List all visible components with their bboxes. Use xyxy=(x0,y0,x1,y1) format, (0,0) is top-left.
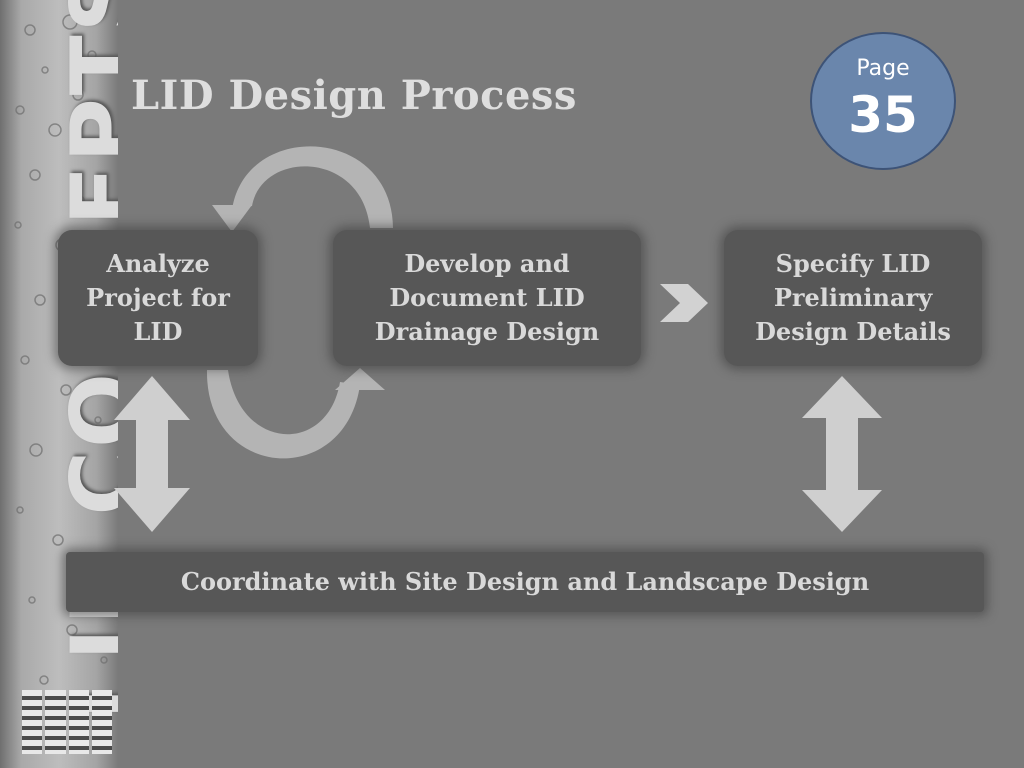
slide-title: LID Design Process xyxy=(131,72,577,119)
coordinate-bar: Coordinate with Site Design and Landscap… xyxy=(66,552,984,612)
side-stripes-graphic xyxy=(22,690,112,754)
step-specify-box: Specify LID Preliminary Design Details xyxy=(724,230,982,366)
cycle-arrowhead-upper xyxy=(212,205,252,232)
chevron-right-icon xyxy=(660,284,708,322)
cycle-arrow-lower xyxy=(206,370,360,459)
double-arrow-left xyxy=(114,376,190,532)
page-number: 35 xyxy=(848,86,918,144)
step-analyze-box: Analyze Project for LID xyxy=(58,230,258,366)
page-label: Page xyxy=(856,56,910,81)
side-decoration-strip: LID CONCEPTS xyxy=(0,0,118,768)
page-badge: Page 35 xyxy=(810,32,956,170)
step-develop-box: Develop and Document LID Drainage Design xyxy=(333,230,641,366)
cycle-arrowhead-lower xyxy=(335,368,385,390)
double-arrow-right xyxy=(802,376,882,532)
cycle-arrow-upper xyxy=(232,146,393,228)
